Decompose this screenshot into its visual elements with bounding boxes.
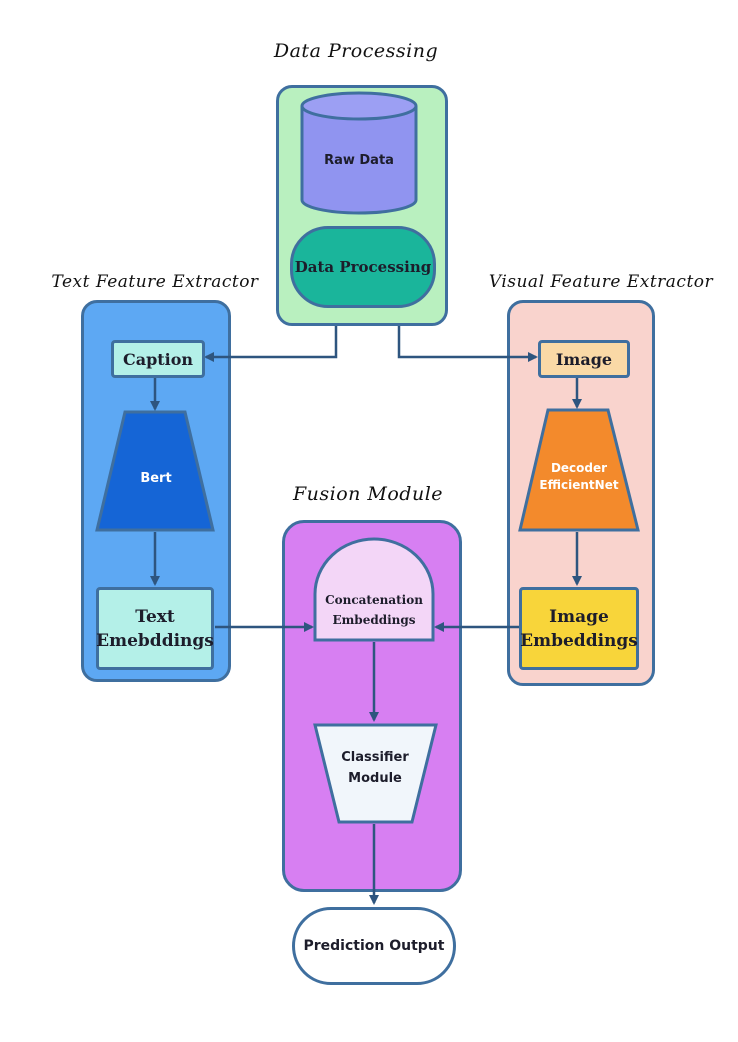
text-extractor-title: Text Feature Extractor (51, 272, 259, 292)
data-processing-node: Data Processing (290, 226, 436, 308)
text-embeddings-node: Text Emebddings (96, 587, 214, 670)
classifier-trapezoid (313, 723, 438, 824)
image-node: Image (538, 340, 630, 378)
bert-trapezoid (95, 410, 215, 532)
prediction-output-node: Prediction Output (292, 907, 456, 985)
arrow-data-to-caption (204, 326, 338, 362)
decoder-trapezoid (518, 408, 640, 532)
raw-data-label: Raw Data (324, 152, 394, 168)
decoder-label: Decoder EfficientNet (539, 461, 619, 492)
classifier-label: Classifier Module (341, 750, 409, 786)
visual-extractor-title: Visual Feature Extractor (488, 272, 714, 292)
arrow-data-to-image (397, 326, 538, 362)
concatenation-label: Concatenation Embeddings (325, 593, 423, 627)
raw-data-cylinder (300, 91, 418, 215)
bert-label: Bert (140, 470, 172, 486)
data-processing-title: Data Processing (273, 40, 439, 62)
image-embeddings-node: Image Embeddings (519, 587, 639, 670)
concatenation-dome (313, 537, 435, 642)
fusion-module-title: Fusion Module (292, 483, 444, 505)
caption-node: Caption (111, 340, 205, 378)
